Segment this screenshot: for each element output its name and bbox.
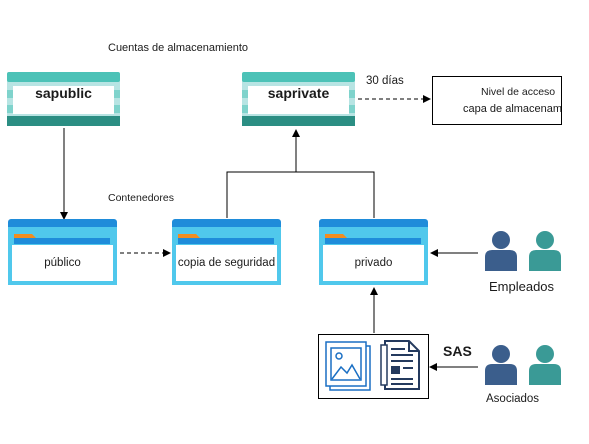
person-icon	[529, 345, 561, 385]
person-icon	[485, 345, 517, 385]
person-icon	[529, 231, 561, 271]
access-tier-subtitle: capa de almacenamiento	[463, 103, 562, 115]
storage-account-icon	[242, 72, 355, 126]
container-icon	[319, 219, 428, 285]
container-label: copia de seguridad	[177, 257, 276, 269]
storage-account-label: saprivate	[267, 85, 330, 101]
container-backup[interactable]: copia de seguridad	[172, 219, 281, 285]
container-icon	[172, 219, 281, 285]
storage-account-sapublic[interactable]: sapublic	[7, 72, 120, 126]
sas-label: SAS	[443, 343, 472, 359]
image-file-icon	[325, 341, 371, 391]
container-label: privado	[354, 257, 393, 269]
access-tier-box: Nivel de acceso capa de almacenamiento	[432, 76, 562, 125]
storage-account-saprivate[interactable]: saprivate	[242, 72, 355, 126]
container-publico[interactable]: público	[8, 219, 117, 285]
person-icon	[485, 231, 517, 271]
line-backup-up	[226, 171, 296, 218]
container-icon	[8, 219, 117, 285]
retention-label: 30 días	[366, 75, 404, 87]
access-tier-title: Nivel de acceso	[481, 86, 556, 98]
files-box	[318, 334, 429, 399]
storage-accounts-heading: Cuentas de almacenamiento	[108, 42, 249, 54]
container-privado[interactable]: privado	[319, 219, 428, 285]
storage-account-icon	[7, 72, 120, 126]
containers-heading: Contenedores	[108, 192, 174, 204]
line-privado-up	[296, 171, 375, 218]
document-file-icon	[380, 340, 420, 390]
container-label: público	[44, 257, 81, 269]
employees-icon	[485, 231, 561, 271]
associates-icon	[485, 345, 561, 385]
storage-account-label: sapublic	[35, 85, 92, 101]
employees-label: Empleados	[489, 279, 555, 294]
associates-label: Asociados	[486, 393, 540, 405]
